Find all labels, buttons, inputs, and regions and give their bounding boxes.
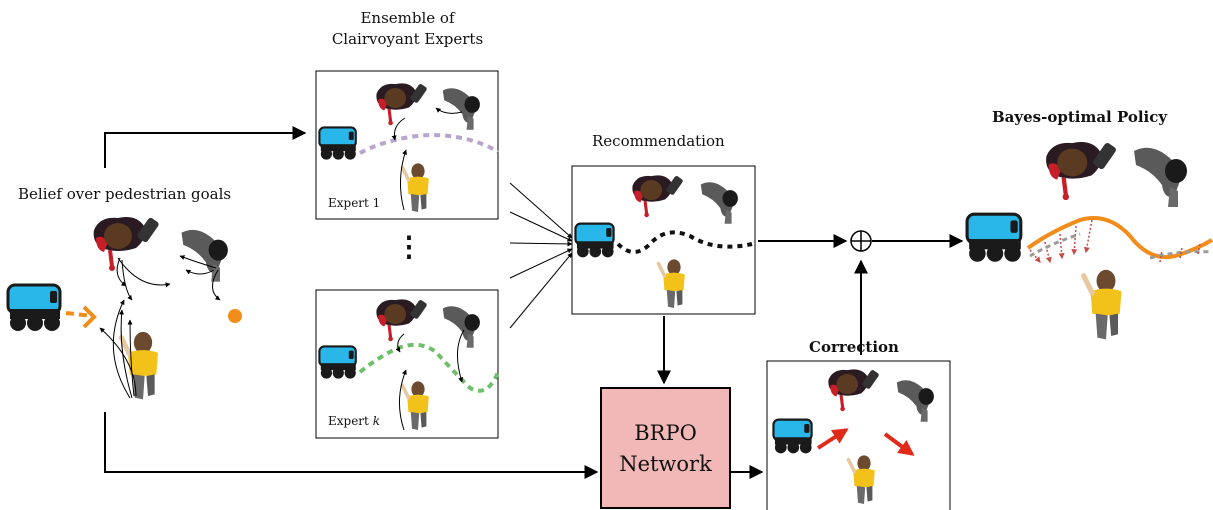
- correction-panel: [766, 360, 951, 510]
- belief-title: Belief over pedestrian goals: [18, 185, 232, 203]
- correction-arrow-icon: [883, 432, 915, 456]
- policy-residual-arrow: [1179, 247, 1183, 259]
- expert-k-label-prefix: Expert: [328, 414, 373, 428]
- policy-residual-arrow: [1029, 249, 1041, 263]
- recommendation-title: Recommendation: [592, 132, 725, 150]
- arrow-expert-to-recommendation: [509, 182, 573, 239]
- belief-goal-arrow: [179, 255, 217, 269]
- robot-icon: [772, 418, 813, 455]
- correction-arrow-icon: [816, 428, 849, 450]
- robot-motion-chevron: [82, 305, 97, 329]
- arrow-expert-to-recommendation: [509, 248, 573, 279]
- expert-goal-arrow: [391, 117, 406, 141]
- belief-scene: [6, 214, 242, 400]
- combine-plus-icon: [851, 231, 871, 251]
- expert-1-panel: [315, 70, 500, 220]
- recommendation-trajectory: [616, 230, 753, 254]
- belief-goal-arrow: [117, 257, 171, 288]
- belief-goal-arrow: [119, 309, 133, 399]
- robot-motion-dash: [65, 311, 93, 318]
- vertical-dots: ⋮: [395, 230, 423, 263]
- belief-goal-arrow: [121, 259, 133, 301]
- expert-goal-arrow: [400, 149, 407, 211]
- policy-residual-arrow: [1071, 225, 1078, 256]
- expert-k-label-var: k: [372, 414, 380, 428]
- policy-scene: [965, 142, 1213, 340]
- policy-expert-trajectory: [1029, 232, 1081, 258]
- brpo-network-label: BRPO Network: [601, 418, 730, 480]
- ensemble-title: Ensemble of Clairvoyant Experts: [325, 8, 490, 50]
- policy-residual-arrow: [1197, 243, 1201, 255]
- belief-goal-arrow: [212, 269, 221, 301]
- expert-goal-arrow: [399, 369, 407, 431]
- expert-1-label: Expert 1: [328, 196, 381, 210]
- pedestrian-yellow-icon: [121, 332, 158, 400]
- brpo-network-line2: Network: [619, 452, 712, 476]
- pedestrian-red-icon: [1046, 142, 1117, 200]
- policy-residual-arrow: [1044, 241, 1052, 264]
- policy-residual-arrow: [1058, 233, 1065, 260]
- robot-icon: [318, 126, 357, 161]
- correction-title: Correction: [809, 338, 899, 356]
- ensemble-title-line1: Ensemble of: [360, 9, 455, 27]
- arrow-expert-to-recommendation: [509, 252, 573, 329]
- pedestrian-yellow-icon: [1084, 270, 1122, 340]
- expert-1-trajectory: [359, 133, 500, 155]
- belief-goal-arrow: [127, 319, 135, 397]
- belief-goal-arrow: [99, 327, 137, 397]
- recommendation-panel: [571, 165, 756, 315]
- expert-goal-arrow: [395, 333, 405, 353]
- brpo-network-box: [600, 387, 731, 509]
- policy-trajectory: [1026, 216, 1213, 259]
- policy-residual-arrow: [1083, 219, 1093, 254]
- expert-k-panel: [315, 289, 500, 439]
- arrow-belief-to-network: [104, 412, 599, 479]
- robot-icon: [6, 283, 62, 333]
- expert-k-trajectory: [358, 342, 500, 393]
- robot-icon: [318, 345, 357, 380]
- belief-goal-arrow: [116, 257, 127, 287]
- brpo-network-line1: BRPO: [634, 421, 697, 445]
- belief-goal-arrow: [185, 269, 215, 275]
- ensemble-title-line2: Clairvoyant Experts: [331, 30, 484, 48]
- policy-title: Bayes-optimal Policy: [992, 108, 1168, 126]
- pedestrian-gray-icon: [1134, 147, 1187, 207]
- goal-dot-icon: [228, 309, 242, 323]
- arrow-expert-to-recommendation: [509, 211, 573, 242]
- expert-goal-arrow: [435, 107, 463, 114]
- expert-k-label: Expert k: [328, 414, 380, 428]
- arrow-belief-to-experts: [104, 126, 307, 168]
- pedestrian-red-icon: [91, 214, 162, 273]
- robot-icon: [574, 222, 615, 259]
- robot-icon: [965, 212, 1023, 264]
- expert-goal-arrow: [457, 329, 465, 383]
- arrow-expert-to-recommendation: [509, 241, 573, 247]
